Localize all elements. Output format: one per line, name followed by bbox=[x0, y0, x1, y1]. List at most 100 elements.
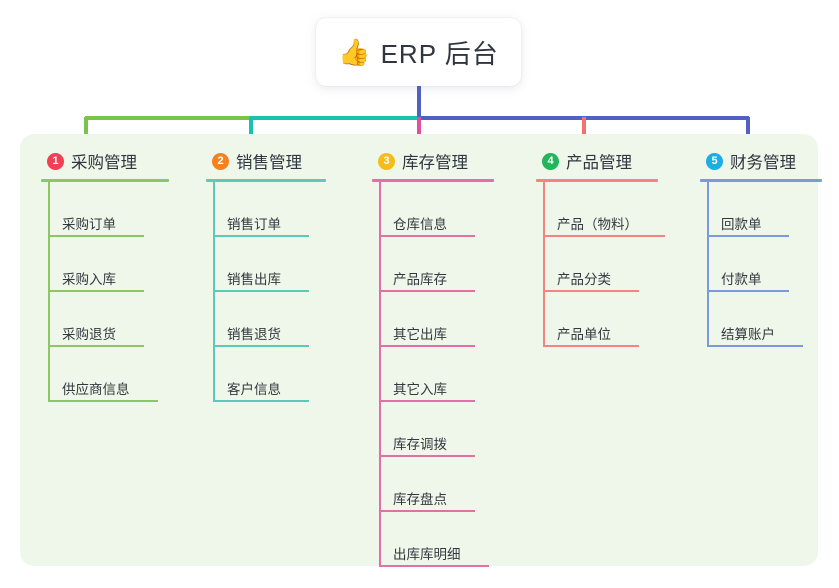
list-item-label: 产品单位 bbox=[557, 327, 611, 342]
list-item[interactable]: 回款单 bbox=[707, 182, 839, 237]
branch-spine-purchasing bbox=[48, 182, 50, 402]
branch-header-inventory[interactable]: 3 库存管理 bbox=[372, 146, 532, 176]
branch-column-sales: 2 销售管理 销售订单 销售出库 销售退货 客户信息 bbox=[206, 146, 366, 402]
branch-header-product[interactable]: 4 产品管理 bbox=[536, 146, 706, 176]
branch-header-finance[interactable]: 5 财务管理 bbox=[700, 146, 839, 176]
branch-rule-sales bbox=[206, 179, 326, 182]
list-item-label: 出库库明细 bbox=[393, 547, 461, 562]
branch-column-finance: 5 财务管理 回款单 付款单 结算账户 bbox=[700, 146, 839, 347]
list-item[interactable]: 其它入库 bbox=[379, 347, 532, 402]
branch-title-product: 产品管理 bbox=[566, 154, 632, 172]
branch-title-inventory: 库存管理 bbox=[402, 154, 468, 172]
list-item-rule bbox=[543, 235, 665, 237]
branch-column-purchasing: 1 采购管理 采购订单 采购入库 采购退货 供应商信 bbox=[41, 146, 201, 402]
list-item[interactable]: 供应商信息 bbox=[48, 347, 201, 402]
list-item-rule bbox=[543, 345, 639, 347]
list-item-label: 产品（物料） bbox=[557, 217, 638, 232]
list-item[interactable]: 出库库明细 bbox=[379, 512, 532, 567]
branch-rule-inventory bbox=[372, 179, 494, 182]
branch-rule-finance bbox=[700, 179, 822, 182]
branch-badge-2: 2 bbox=[212, 152, 229, 170]
list-item[interactable]: 销售退货 bbox=[213, 292, 366, 347]
list-item-rule bbox=[379, 345, 475, 347]
list-item-label: 采购订单 bbox=[62, 217, 116, 232]
branch-items-finance: 回款单 付款单 结算账户 bbox=[700, 182, 839, 347]
list-item-rule bbox=[379, 565, 489, 567]
list-item-label: 销售退货 bbox=[227, 327, 281, 342]
list-item-rule bbox=[213, 345, 309, 347]
branch-spine-product bbox=[543, 182, 545, 347]
list-item-label: 产品库存 bbox=[393, 272, 447, 287]
list-item-label: 产品分类 bbox=[557, 272, 611, 287]
branch-column-product: 4 产品管理 产品（物料） 产品分类 产品单位 bbox=[536, 146, 706, 347]
list-item[interactable]: 库存调拨 bbox=[379, 402, 532, 457]
root-node-card[interactable]: 👍 ERP 后台 bbox=[316, 18, 521, 86]
branch-spine-sales bbox=[213, 182, 215, 402]
branch-badge-5: 5 bbox=[706, 152, 723, 170]
list-item-label: 库存调拨 bbox=[393, 437, 447, 452]
list-item[interactable]: 采购退货 bbox=[48, 292, 201, 347]
branch-items-sales: 销售订单 销售出库 销售退货 客户信息 bbox=[206, 182, 366, 402]
branch-title-finance: 财务管理 bbox=[730, 154, 796, 172]
list-item-label: 采购入库 bbox=[62, 272, 116, 287]
list-item-rule bbox=[379, 400, 475, 402]
list-item-label: 其它入库 bbox=[393, 382, 447, 397]
list-item-rule bbox=[213, 400, 309, 402]
branch-items-purchasing: 采购订单 采购入库 采购退货 供应商信息 bbox=[41, 182, 201, 402]
list-item[interactable]: 销售出库 bbox=[213, 237, 366, 292]
list-item-rule bbox=[379, 290, 475, 292]
list-item-rule bbox=[48, 345, 144, 347]
list-item[interactable]: 产品库存 bbox=[379, 237, 532, 292]
page-title: ERP 后台 bbox=[380, 38, 499, 69]
branch-badge-3: 3 bbox=[378, 152, 395, 170]
list-item-label: 销售出库 bbox=[227, 272, 281, 287]
branch-column-inventory: 3 库存管理 仓库信息 产品库存 其它出库 其它入库 bbox=[372, 146, 532, 567]
list-item[interactable]: 库存盘点 bbox=[379, 457, 532, 512]
list-item[interactable]: 采购入库 bbox=[48, 237, 201, 292]
list-item-rule bbox=[48, 235, 144, 237]
list-item-label: 客户信息 bbox=[227, 382, 281, 397]
list-item[interactable]: 客户信息 bbox=[213, 347, 366, 402]
list-item-rule bbox=[707, 290, 789, 292]
branch-spine-inventory bbox=[379, 182, 381, 567]
list-item-rule bbox=[707, 235, 789, 237]
branch-badge-4: 4 bbox=[542, 152, 559, 170]
thumbs-up-icon: 👍 bbox=[338, 37, 371, 67]
list-item-rule bbox=[707, 345, 803, 347]
list-item-rule bbox=[379, 455, 475, 457]
list-item-label: 库存盘点 bbox=[393, 492, 447, 507]
list-item-label: 供应商信息 bbox=[62, 382, 130, 397]
branch-rule-purchasing bbox=[41, 179, 169, 182]
list-item-label: 销售订单 bbox=[227, 217, 281, 232]
list-item[interactable]: 采购订单 bbox=[48, 182, 201, 237]
list-item-rule bbox=[379, 235, 475, 237]
list-item[interactable]: 结算账户 bbox=[707, 292, 839, 347]
list-item[interactable]: 产品单位 bbox=[543, 292, 706, 347]
branch-rule-product bbox=[536, 179, 658, 182]
list-item[interactable]: 仓库信息 bbox=[379, 182, 532, 237]
list-item-label: 采购退货 bbox=[62, 327, 116, 342]
list-item-rule bbox=[213, 235, 309, 237]
list-item-rule bbox=[543, 290, 639, 292]
branch-title-sales: 销售管理 bbox=[236, 154, 302, 172]
branch-title-purchasing: 采购管理 bbox=[71, 154, 137, 172]
list-item[interactable]: 其它出库 bbox=[379, 292, 532, 347]
list-item-label: 回款单 bbox=[721, 217, 762, 232]
list-item-rule bbox=[48, 290, 144, 292]
list-item-label: 付款单 bbox=[721, 272, 762, 287]
branch-header-purchasing[interactable]: 1 采购管理 bbox=[41, 146, 201, 176]
branch-header-sales[interactable]: 2 销售管理 bbox=[206, 146, 366, 176]
list-item-rule bbox=[48, 400, 158, 402]
branch-badge-1: 1 bbox=[47, 152, 64, 170]
branch-spine-finance bbox=[707, 182, 709, 347]
list-item[interactable]: 付款单 bbox=[707, 237, 839, 292]
branch-items-product: 产品（物料） 产品分类 产品单位 bbox=[536, 182, 706, 347]
branch-items-inventory: 仓库信息 产品库存 其它出库 其它入库 库存调拨 bbox=[372, 182, 532, 567]
list-item-label: 其它出库 bbox=[393, 327, 447, 342]
list-item[interactable]: 销售订单 bbox=[213, 182, 366, 237]
list-item[interactable]: 产品（物料） bbox=[543, 182, 706, 237]
list-item-label: 仓库信息 bbox=[393, 217, 447, 232]
list-item-rule bbox=[379, 510, 475, 512]
list-item[interactable]: 产品分类 bbox=[543, 237, 706, 292]
